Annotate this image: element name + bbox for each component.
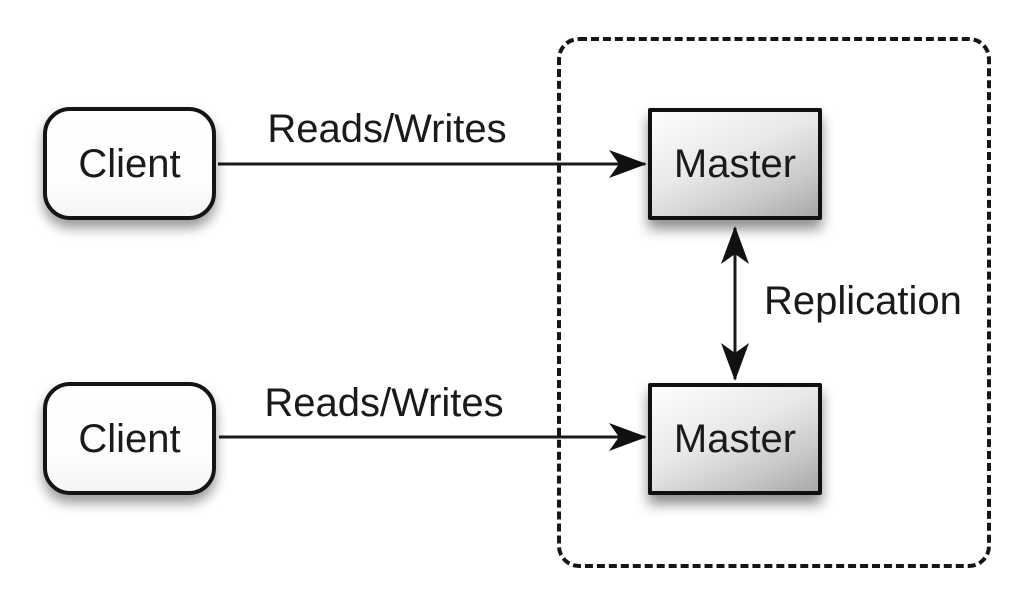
node-client-top: Client [43, 107, 216, 220]
node-master-bottom: Master [648, 383, 822, 495]
node-master-top: Master [648, 108, 822, 220]
node-client-bottom-label: Client [78, 416, 181, 461]
edge-label-reads-writes-top: Reads/Writes [267, 107, 507, 151]
node-master-bottom-label: Master [673, 417, 797, 461]
edge-label-reads-writes-bottom: Reads/Writes [264, 381, 504, 425]
edge-label-replication: Replication [764, 279, 962, 323]
node-master-top-label: Master [673, 142, 797, 186]
replication-cluster-boundary [557, 37, 991, 568]
node-client-bottom: Client [43, 382, 216, 495]
node-client-top-label: Client [78, 141, 181, 186]
